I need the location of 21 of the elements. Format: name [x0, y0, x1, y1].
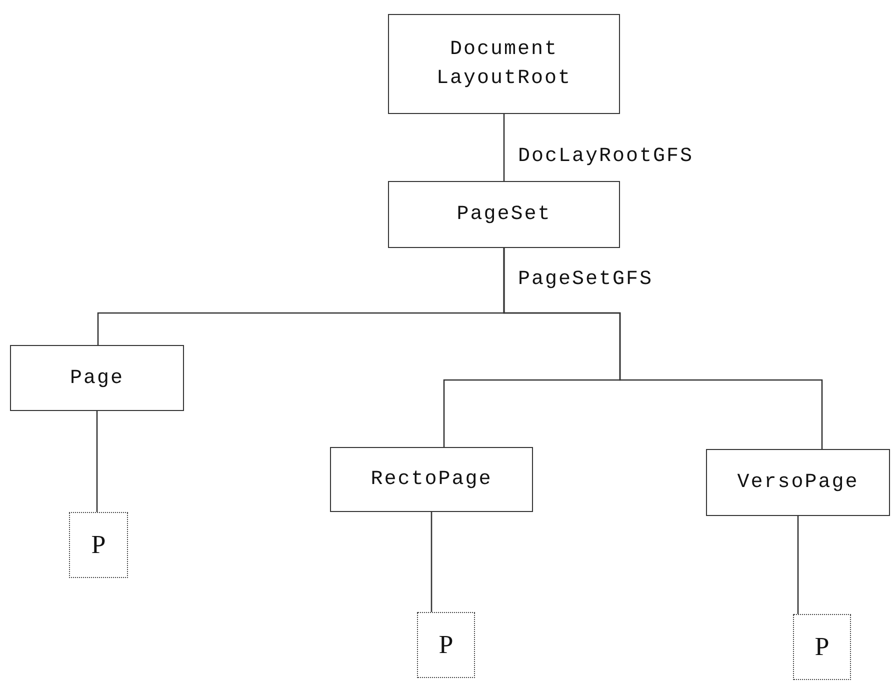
class-box: [388, 181, 620, 248]
connector-line: [503, 114, 505, 181]
class-box: [388, 14, 620, 114]
connector-line: [797, 516, 799, 614]
dotted-box: [417, 612, 475, 678]
node-label: Page: [70, 366, 124, 392]
node-label: P: [438, 629, 454, 662]
node-label: P: [814, 631, 830, 664]
node-label: RectoPage: [370, 467, 492, 493]
class-box: [10, 345, 184, 411]
node-label: PageSet: [456, 202, 552, 228]
connector-line: [96, 411, 98, 512]
dotted-box: [69, 512, 128, 578]
dotted-box: [793, 614, 851, 680]
connector-line: [503, 248, 823, 449]
class-box: [706, 449, 890, 516]
node-label: VersoPage: [737, 470, 859, 496]
class-box: [330, 447, 533, 512]
connector-line: [430, 512, 432, 612]
node-label: Document LayoutRoot: [435, 37, 573, 92]
node-label: P: [91, 529, 106, 562]
